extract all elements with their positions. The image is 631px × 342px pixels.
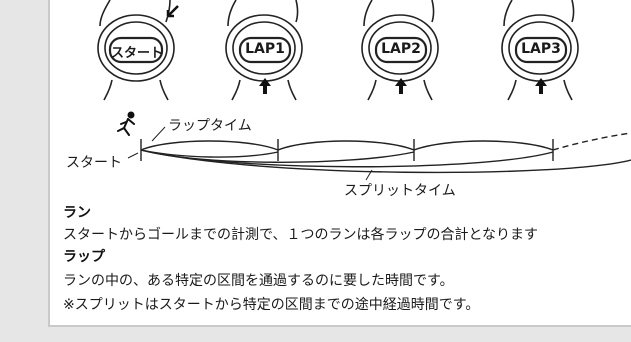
watch-display-lap1: LAP1 [245, 41, 285, 57]
watch-display-lap2: LAP2 [381, 41, 421, 57]
watch-display-start: スタート [111, 46, 164, 61]
run-heading: ラン [63, 205, 91, 221]
watch-display-lap3: LAP3 [521, 41, 561, 57]
lap-time-label: ラップタイム [168, 118, 252, 134]
split-time-label: スプリットタイム [344, 183, 456, 199]
lap-body: ランの中の、ある特定の区間を通過するのに要した時間です。 [63, 273, 454, 289]
timeline [140, 132, 631, 174]
press-arrow-icon [166, 5, 179, 18]
lap-press-arrows [259, 78, 547, 94]
split-note: ※スプリットはスタートから特定の区間までの途中経過時間です。 [63, 297, 480, 313]
lap-heading: ラップ [63, 249, 105, 265]
content-panel [48, 0, 631, 327]
start-label: スタート [66, 155, 122, 171]
runner-icon [117, 111, 135, 136]
run-body: スタートからゴールまでの計測で、１つのランは各ラップの合計となります [63, 227, 539, 243]
